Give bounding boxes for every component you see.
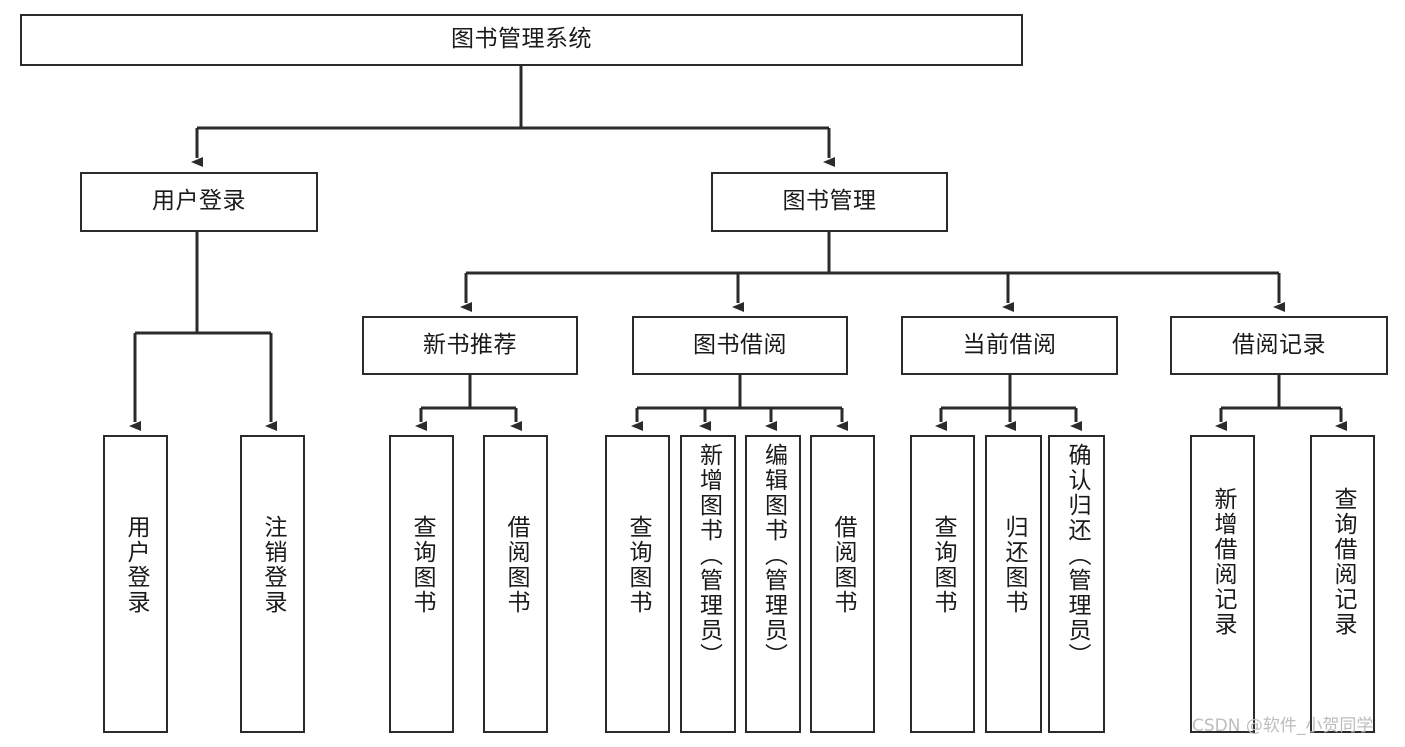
node-root-system[interactable]: 图书管理系统	[20, 14, 1023, 66]
node-label: 新书推荐	[423, 331, 517, 358]
node-book-management[interactable]: 图书管理	[711, 172, 948, 232]
leaf-current-query-book[interactable]: 查询图书	[910, 435, 975, 733]
node-label: 注销登录	[260, 515, 286, 615]
node-book-borrow[interactable]: 图书借阅	[632, 316, 848, 375]
leaf-current-confirm-return-admin[interactable]: 确认归还（管理员）	[1048, 435, 1105, 733]
node-user-login[interactable]: 用户登录	[80, 172, 318, 232]
node-label: 借阅记录	[1232, 331, 1326, 358]
watermark-text: CSDN @软件_小贺同学	[1192, 716, 1374, 736]
node-label: 查询图书	[409, 515, 435, 615]
leaf-borrow-query-book[interactable]: 查询图书	[605, 435, 670, 733]
leaf-record-add-record[interactable]: 新增借阅记录	[1190, 435, 1255, 733]
node-label: 用户登录	[123, 515, 149, 615]
leaf-user-login-login[interactable]: 用户登录	[103, 435, 168, 733]
leaf-borrow-add-book-admin[interactable]: 新增图书（管理员）	[680, 435, 736, 733]
leaf-recommend-query-book[interactable]: 查询图书	[389, 435, 454, 733]
node-label: 图书管理	[782, 188, 877, 215]
leaf-borrow-borrow-book[interactable]: 借阅图书	[810, 435, 875, 733]
node-label: 查询图书	[625, 515, 651, 615]
node-label: 编辑图书（管理员）	[760, 443, 787, 668]
leaf-borrow-edit-book-admin[interactable]: 编辑图书（管理员）	[745, 435, 801, 733]
node-label: 图书借阅	[693, 331, 787, 358]
node-borrow-record[interactable]: 借阅记录	[1170, 316, 1388, 375]
node-new-book-recommend[interactable]: 新书推荐	[362, 316, 578, 375]
node-label: 借阅图书	[503, 515, 529, 615]
node-label: 归还图书	[1001, 515, 1027, 615]
leaf-current-return-book[interactable]: 归还图书	[985, 435, 1042, 733]
node-current-borrow[interactable]: 当前借阅	[901, 316, 1118, 375]
node-label: 查询借阅记录	[1330, 487, 1356, 637]
leaf-user-login-logout[interactable]: 注销登录	[240, 435, 305, 733]
node-label: 图书管理系统	[451, 26, 592, 53]
node-label: 查询图书	[930, 515, 956, 615]
node-label: 新增借阅记录	[1210, 487, 1236, 637]
node-label: 当前借阅	[962, 331, 1057, 358]
leaf-record-query-record[interactable]: 查询借阅记录	[1310, 435, 1375, 733]
node-label: 用户登录	[152, 188, 246, 215]
node-label: 借阅图书	[830, 515, 856, 615]
node-label: 新增图书（管理员）	[695, 443, 722, 668]
leaf-recommend-borrow-book[interactable]: 借阅图书	[483, 435, 548, 733]
node-label: 确认归还（管理员）	[1064, 443, 1090, 668]
